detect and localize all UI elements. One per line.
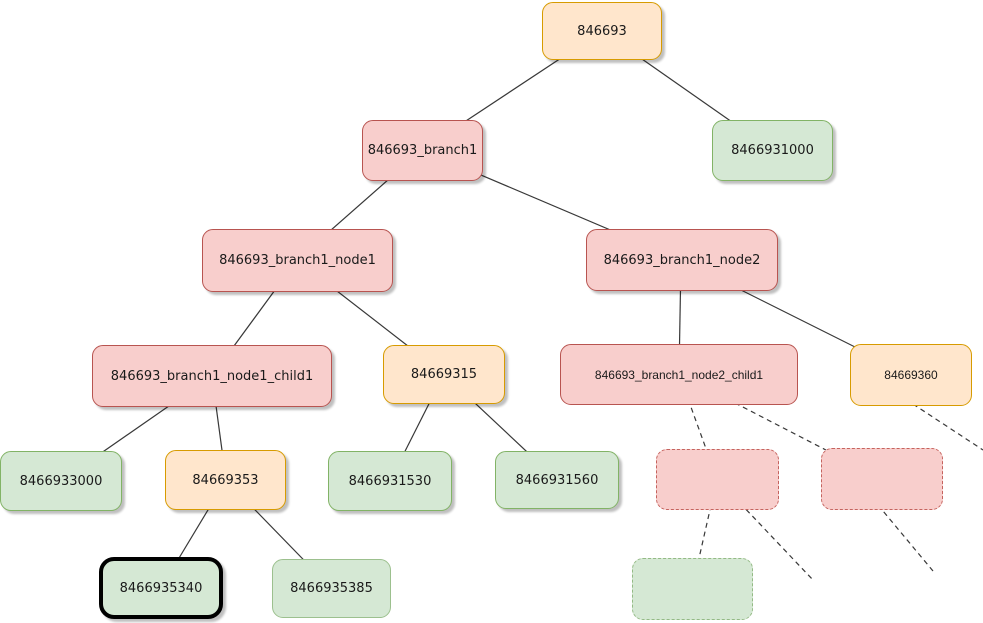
tree-node-label: 8466933000: [19, 473, 103, 489]
tree-node-label: 84669353: [192, 472, 259, 488]
tree-node-846693[interactable]: 846693: [542, 2, 662, 60]
tree-node-label: 846693_branch1_node2: [603, 252, 761, 268]
tree-node-label: 8466931000: [731, 143, 814, 158]
tree-node-label: 8466931530: [348, 473, 432, 489]
tree-node-846693_branch1[interactable]: 846693_branch1: [362, 120, 483, 181]
tree-node-84669360[interactable]: 84669360: [850, 344, 972, 406]
tree-edge-dashed[interactable]: [877, 504, 934, 572]
tree-node-8466931000[interactable]: 8466931000: [712, 120, 833, 181]
tree-node-label: 84669315: [410, 367, 478, 382]
tree-node-label: 8466935340: [119, 580, 203, 596]
tree-node-8466931560[interactable]: 8466931560: [495, 451, 619, 509]
tree-node-label: 846693: [577, 23, 627, 39]
tree-node-846693_branch1_node2_child1[interactable]: 846693_branch1_node2_child1: [560, 344, 798, 405]
tree-node-label: 8466935385: [290, 581, 373, 596]
tree-node-hidden-placeholder-3[interactable]: [632, 558, 753, 620]
tree-node-label: 8466931560: [515, 472, 599, 488]
tree-node-846693_branch1_node1_child1[interactable]: 846693_branch1_node1_child1: [92, 345, 332, 407]
tree-node-8466931530[interactable]: 8466931530: [328, 451, 452, 511]
tree-node-84669353[interactable]: 84669353: [165, 450, 286, 510]
tree-node-label: 846693_branch1_node2_child1: [594, 367, 764, 382]
tree-edge-dashed[interactable]: [912, 403, 983, 451]
tree-node-label: 846693_branch1: [367, 143, 478, 158]
tree-node-label: 84669360: [884, 368, 938, 382]
tree-node-8466935340[interactable]: 8466935340: [99, 557, 223, 619]
tree-node-8466935385[interactable]: 8466935385: [272, 559, 391, 618]
tree-node-label: 846693_branch1_node1_child1: [110, 368, 314, 384]
tree-node-hidden-placeholder-1[interactable]: [656, 449, 779, 510]
tree-node-label: 846693_branch1_node1: [219, 253, 376, 268]
tree-node-846693_branch1_node2[interactable]: 846693_branch1_node2: [586, 229, 778, 291]
tree-node-84669315[interactable]: 84669315: [383, 345, 505, 404]
tree-node-8466933000[interactable]: 8466933000: [0, 451, 122, 511]
tree-node-846693_branch1_node1[interactable]: 846693_branch1_node1: [202, 229, 393, 292]
tree-node-hidden-placeholder-2[interactable]: [821, 448, 943, 510]
